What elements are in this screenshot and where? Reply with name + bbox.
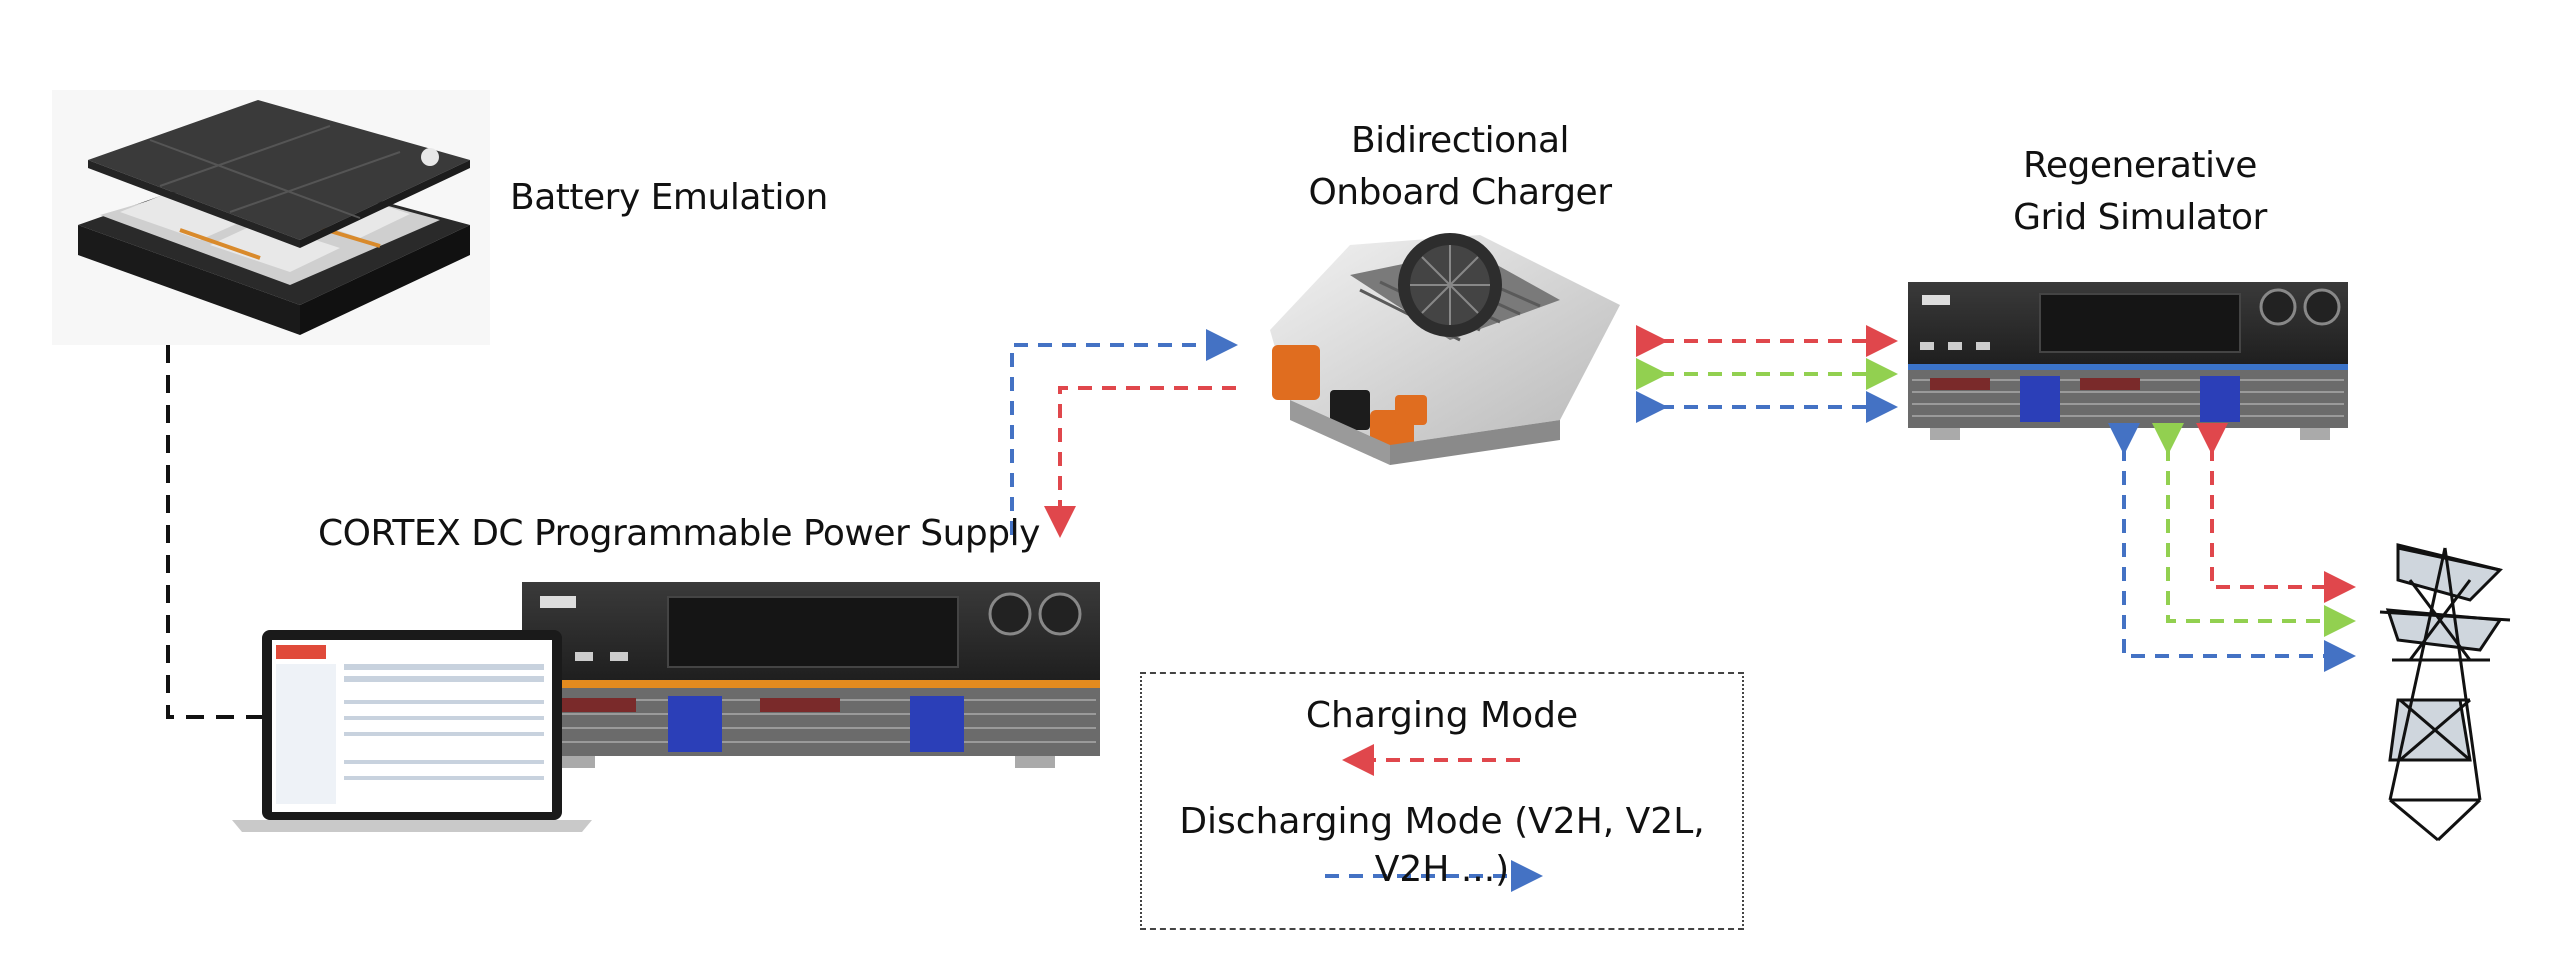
grid-simulator-label-line2: Grid Simulator	[2013, 197, 2267, 238]
battery-pack-image	[52, 90, 490, 345]
onboard-charger-label: Bidirectional Onboard Charger	[1250, 115, 1670, 219]
grid-tower-red-arrow	[2196, 423, 2356, 603]
grid-simulator-label: Regenerative Grid Simulator	[1930, 140, 2350, 244]
legend-box: Charging Mode Discharging Mode (V2H, V2L…	[1140, 672, 1744, 930]
laptop-image	[232, 630, 592, 832]
power-supply-label: CORTEX DC Programmable Power Supply	[318, 513, 1040, 554]
grid-tower-blue-arrow	[2108, 423, 2356, 672]
psu-obc-discharging-arrow	[1010, 329, 1238, 535]
onboard-charger-label-line2: Onboard Charger	[1308, 172, 1612, 213]
onboard-charger-label-line1: Bidirectional	[1350, 120, 1570, 161]
battery-laptop-connection	[166, 345, 262, 719]
grid-simulator-image	[1908, 282, 2348, 440]
obc-psu-charging-arrow	[1044, 386, 1236, 538]
battery-emulation-label: Battery Emulation	[510, 177, 828, 218]
grid-simulator-label-line1: Regenerative	[2023, 145, 2257, 186]
power-supply-image	[522, 582, 1100, 768]
transmission-tower-image	[2379, 543, 2511, 842]
onboard-charger-image	[1270, 233, 1620, 465]
legend-charging-label: Charging Mode	[1305, 695, 1579, 736]
grid-tower-green-arrow	[2152, 423, 2356, 637]
legend-discharging-label: Discharging Mode (V2H, V2L, V2H ...)	[1179, 801, 1705, 890]
